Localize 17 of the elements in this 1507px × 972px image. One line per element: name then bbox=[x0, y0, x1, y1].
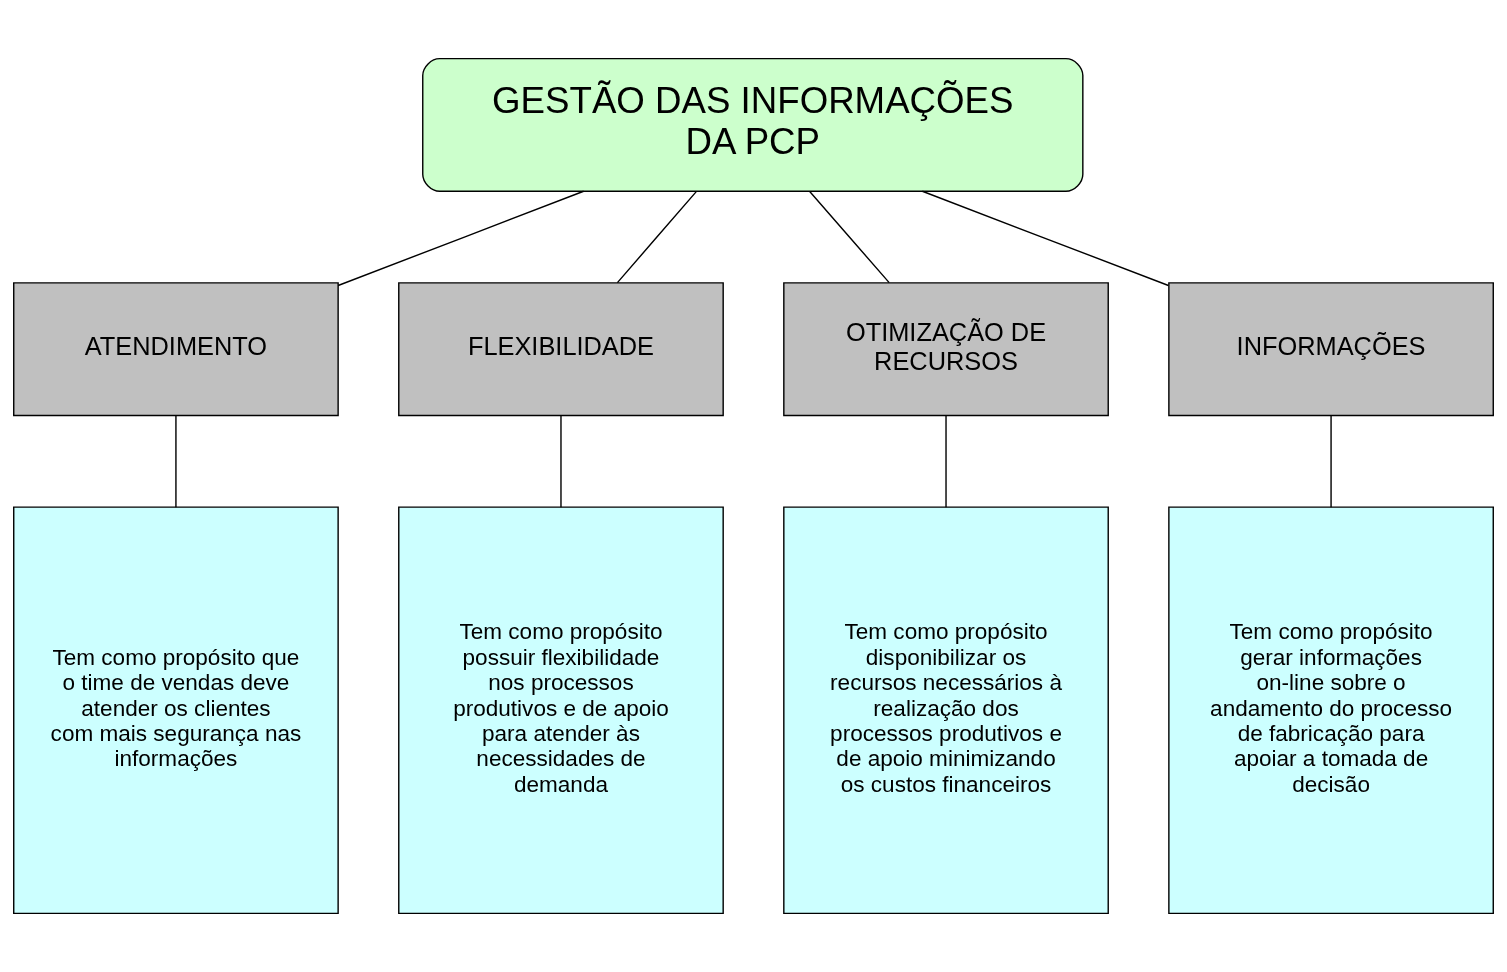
connector bbox=[560, 415, 562, 508]
node-box: Tem como propósito gerar informações on-line sobre o andamento do processo de fabricação para apoiar a tomada de decisão bbox=[1168, 506, 1494, 915]
node-box: INFORMAÇÕES bbox=[1168, 282, 1494, 417]
node-box: Tem como propósito possuir flexibilidade nos processos produtivos e de apoio para atender às necessidades de demanda bbox=[398, 506, 724, 915]
node-box: Tem como propósito disponibilizar os recursos necessários à realização dos processos produtivos e de apoio minimizando os custos financeiros bbox=[783, 506, 1109, 915]
connector bbox=[945, 415, 947, 508]
node-box: OTIMIZAÇÃO DE RECURSOS bbox=[783, 282, 1109, 417]
connector bbox=[809, 190, 890, 284]
connector bbox=[1330, 415, 1332, 508]
node-box: GESTÃO DAS INFORMAÇÕES DA PCP bbox=[422, 57, 1084, 192]
connector bbox=[921, 190, 1170, 287]
connector bbox=[337, 190, 585, 287]
connector bbox=[616, 190, 697, 284]
node-box: FLEXIBILIDADE bbox=[398, 282, 724, 417]
node-box: Tem como propósito que o time de vendas deve atender os clientes com mais segurança nas informações bbox=[13, 506, 339, 915]
connector bbox=[175, 415, 177, 508]
node-box: ATENDIMENTO bbox=[13, 282, 339, 417]
